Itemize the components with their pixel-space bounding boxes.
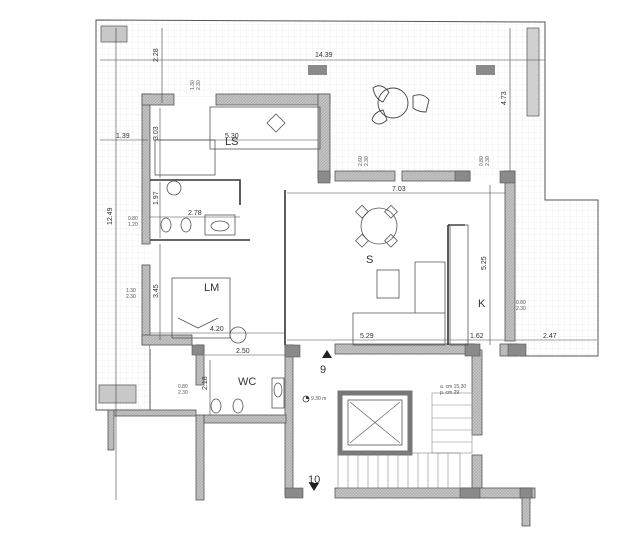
- svg-text:1.62: 1.62: [470, 333, 484, 340]
- opening-labels: 1.30 2.30 2.60 2.30 0.80 2.30 0.80 1.20 …: [126, 80, 526, 396]
- svg-text:5.25: 5.25: [481, 256, 488, 270]
- svg-text:3.03: 3.03: [153, 126, 160, 140]
- svg-text:2.47: 2.47: [543, 333, 557, 340]
- apartment-interior: [150, 97, 510, 420]
- stair-notes: a. cm 15,30 p. cm 29: [440, 384, 466, 396]
- svg-text:4.73: 4.73: [501, 91, 508, 105]
- dining-table: [360, 207, 398, 245]
- room-label-k: K: [478, 298, 486, 310]
- svg-text:12.49: 12.49: [107, 207, 114, 225]
- dimension-labels: 14.39 12.49 2.28 4.73 1.39 5.30 3.03 1.9…: [107, 48, 557, 390]
- stairs: [337, 392, 473, 489]
- planter-bottom-left: [98, 384, 137, 404]
- svg-text:2.30: 2.30: [126, 294, 136, 300]
- svg-text:2.30: 2.30: [178, 390, 188, 396]
- room-label-ls: LS: [225, 136, 238, 148]
- svg-text:4.20: 4.20: [210, 326, 224, 333]
- svg-text:3.45: 3.45: [153, 284, 160, 298]
- columns: [191, 170, 533, 499]
- svg-text:9: 9: [320, 364, 326, 376]
- section-marker-9: 9: [320, 350, 332, 376]
- outdoor-table-chairs: [371, 85, 430, 125]
- partitions: [150, 179, 465, 345]
- furniture: [154, 106, 446, 414]
- svg-text:1.30: 1.30: [126, 288, 136, 294]
- triangle-up-icon: [322, 350, 332, 358]
- triangle-down-icon: [309, 483, 319, 491]
- kitchen-counter: [449, 224, 469, 346]
- room-labels: LS LM S K WC: [204, 136, 486, 388]
- svg-text:5.29: 5.29: [360, 333, 374, 340]
- svg-text:0.80: 0.80: [516, 300, 526, 306]
- dimension-lines: [100, 28, 597, 500]
- coffee-table: [376, 269, 400, 299]
- svg-text:2.28: 2.28: [153, 48, 160, 62]
- planter-top-left: [100, 25, 128, 43]
- elevation-mark: 9.30 m: [302, 395, 326, 403]
- svg-text:2.18: 2.18: [202, 376, 209, 390]
- svg-text:1.97: 1.97: [153, 191, 160, 205]
- svg-text:0.80: 0.80: [128, 216, 138, 222]
- sofa: [352, 261, 446, 346]
- room-label-s: S: [366, 254, 373, 266]
- svg-text:5.30: 5.30: [225, 133, 239, 140]
- svg-text:2.30: 2.30: [516, 306, 526, 312]
- svg-text:7.03: 7.03: [392, 186, 406, 193]
- svg-text:1.20: 1.20: [128, 222, 138, 228]
- svg-text:0.80: 0.80: [479, 156, 485, 166]
- svg-text:14.39: 14.39: [315, 52, 333, 59]
- svg-text:0.80: 0.80: [178, 384, 188, 390]
- planter-right: [526, 27, 540, 117]
- svg-text:9.30 m: 9.30 m: [311, 396, 326, 402]
- svg-text:2.30: 2.30: [196, 80, 202, 90]
- elevator: [347, 399, 403, 446]
- section-marker-10: 10: [308, 474, 320, 491]
- svg-text:1.39: 1.39: [116, 133, 130, 140]
- stair-core: [337, 390, 473, 489]
- svg-text:a. cm 15,30: a. cm 15,30: [440, 384, 466, 390]
- svg-text:p. cm 29: p. cm 29: [440, 390, 459, 396]
- column-marker-2: [476, 65, 495, 75]
- svg-text:2.50: 2.50: [236, 348, 250, 355]
- room-label-lm: LM: [204, 282, 219, 294]
- lamp-icon: [266, 113, 286, 133]
- column-marker-1: [308, 65, 327, 75]
- lm-bed: [171, 277, 231, 339]
- svg-text:2.60: 2.60: [358, 156, 364, 166]
- svg-text:2.30: 2.30: [485, 156, 491, 166]
- svg-text:2.78: 2.78: [188, 210, 202, 217]
- ls-wardrobe: [209, 106, 321, 150]
- svg-text:2.30: 2.30: [364, 156, 370, 166]
- room-label-wc: WC: [238, 376, 256, 388]
- svg-text:1.30: 1.30: [190, 80, 196, 90]
